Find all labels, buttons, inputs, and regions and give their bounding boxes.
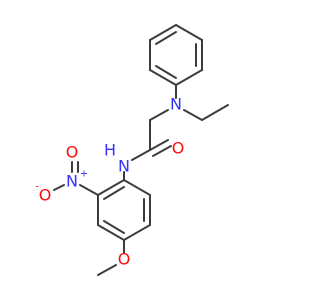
bond-omethoxy-ch3: [97, 264, 117, 276]
bond-n-ethyl1: [183, 109, 203, 121]
atom-o-nitro-top: O: [66, 143, 79, 162]
atom-layer: N O H N O N + O - O: [35, 95, 184, 269]
bond-ph1: [175, 69, 203, 86]
bond-ethyl: [201, 104, 229, 121]
bond-ph4-inner: [155, 31, 177, 45]
bond-ar6: [97, 179, 125, 196]
bond-layer: [53, 24, 229, 276]
bond-co-double: [152, 145, 172, 157]
atom-h-amide: H: [104, 141, 116, 160]
bond-ar4-inner: [103, 220, 125, 234]
atom-n-amine: N: [170, 95, 182, 114]
atom-n-amide: N: [118, 157, 130, 176]
charge-plus: +: [80, 169, 88, 180]
bond-ar4: [97, 224, 125, 241]
bond-n-ch2: [149, 109, 169, 121]
bond-ar3: [123, 224, 151, 241]
charge-minus: -: [35, 182, 39, 193]
bond-ar1: [123, 179, 151, 196]
bond-ar6-inner: [103, 186, 125, 200]
bond-co-single: [149, 139, 169, 151]
molecule-structure: N O H N O N + O - O: [35, 24, 229, 276]
bond-nnitro-oleft: [53, 184, 65, 191]
atom-n-nitro: N: [66, 172, 78, 191]
bond-ph6-inner: [155, 65, 177, 79]
bond-ph3: [175, 24, 203, 41]
bond-ph4: [149, 24, 177, 41]
bond-c-namide: [131, 149, 151, 161]
bond-ph6: [149, 69, 177, 86]
molecule-canvas: N O H N O N + O - O: [35, 24, 229, 276]
atom-o-nitro-left: O: [39, 186, 52, 205]
atom-o-methoxy: O: [118, 250, 131, 269]
bond-ar-nnitro: [79, 184, 99, 196]
atom-o-carbonyl: O: [172, 139, 185, 158]
